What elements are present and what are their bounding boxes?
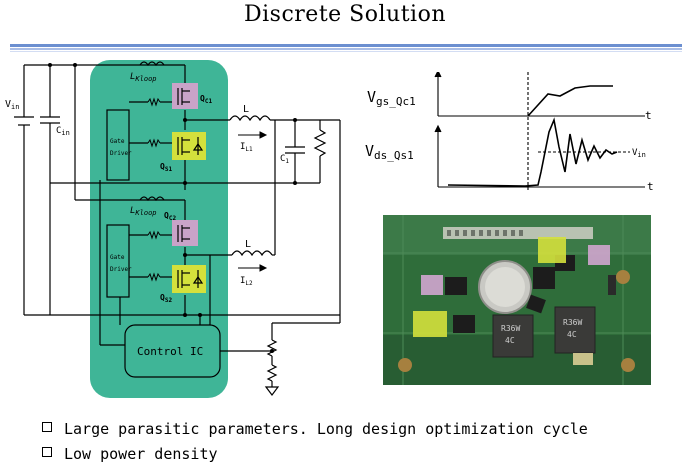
- bullet-text-1: Large parasitic parameters. Long design …: [64, 420, 588, 438]
- c1-label: C1: [280, 154, 289, 165]
- il1-label: IL1: [240, 142, 253, 153]
- time-label-1: t: [645, 109, 652, 122]
- vds-label: Vds_Qs1: [365, 142, 414, 162]
- bullet-square-icon: [42, 447, 52, 457]
- gate-driver-1-line2: Driver: [110, 150, 132, 157]
- highlight-qc-left: [421, 275, 443, 295]
- title-underline: [10, 44, 682, 52]
- l2-label: L: [245, 239, 251, 250]
- vin-level-label: Vin: [632, 148, 646, 159]
- page-title: Discrete Solution: [244, 2, 446, 27]
- highlight-qs-top: [538, 237, 566, 263]
- gate-driver-2-line1: Gate: [110, 254, 125, 261]
- svg-text:R36W: R36W: [501, 324, 520, 333]
- qs1-label: QS1: [160, 162, 172, 173]
- control-ic-label: Control IC: [137, 345, 203, 358]
- bullet-item-1: Large parasitic parameters. Long design …: [42, 420, 588, 438]
- time-label-2: t: [647, 180, 654, 193]
- circuit-schematic: Vin Cin LKloop LKloop Gate Driver Gate D…: [5, 60, 341, 398]
- cin-label: Cin: [56, 126, 70, 137]
- switching-waveforms: Vgs_Qc1 Vds_Qs1 t t Vin: [365, 72, 654, 193]
- mosfet-qs1: [172, 132, 206, 160]
- svg-text:4C: 4C: [567, 330, 577, 339]
- bullet-item-2: Low power density: [42, 445, 218, 463]
- mosfet-qc2: [172, 220, 198, 246]
- qs2-label: QS2: [160, 293, 172, 304]
- lkloop1-label: LKloop: [130, 72, 157, 83]
- bullet-square-icon: [42, 422, 52, 432]
- highlight-qs-left: [413, 311, 447, 337]
- mosfet-qc1: [172, 83, 198, 109]
- qc1-label: QC1: [200, 94, 212, 105]
- svg-text:R36W: R36W: [563, 318, 582, 327]
- vin-label: Vin: [5, 99, 19, 111]
- mosfet-qs2: [172, 265, 206, 293]
- qc2-label: QC2: [164, 211, 176, 222]
- l1-label: L: [243, 104, 249, 115]
- gate-driver-1-line1: Gate: [110, 138, 125, 145]
- highlight-qc-top: [588, 245, 610, 265]
- lkloop2-label: LKloop: [130, 206, 157, 217]
- vgs-label: Vgs_Qc1: [367, 88, 416, 108]
- svg-text:4C: 4C: [505, 336, 515, 345]
- pcb-photo: R36W 4C R36W 4C: [383, 215, 651, 385]
- il2-label: IL2: [240, 276, 253, 287]
- gate-driver-2-line2: Driver: [110, 266, 132, 273]
- bullet-text-2: Low power density: [64, 445, 218, 463]
- vds-waveform: [447, 117, 618, 187]
- vgs-waveform: [527, 85, 613, 117]
